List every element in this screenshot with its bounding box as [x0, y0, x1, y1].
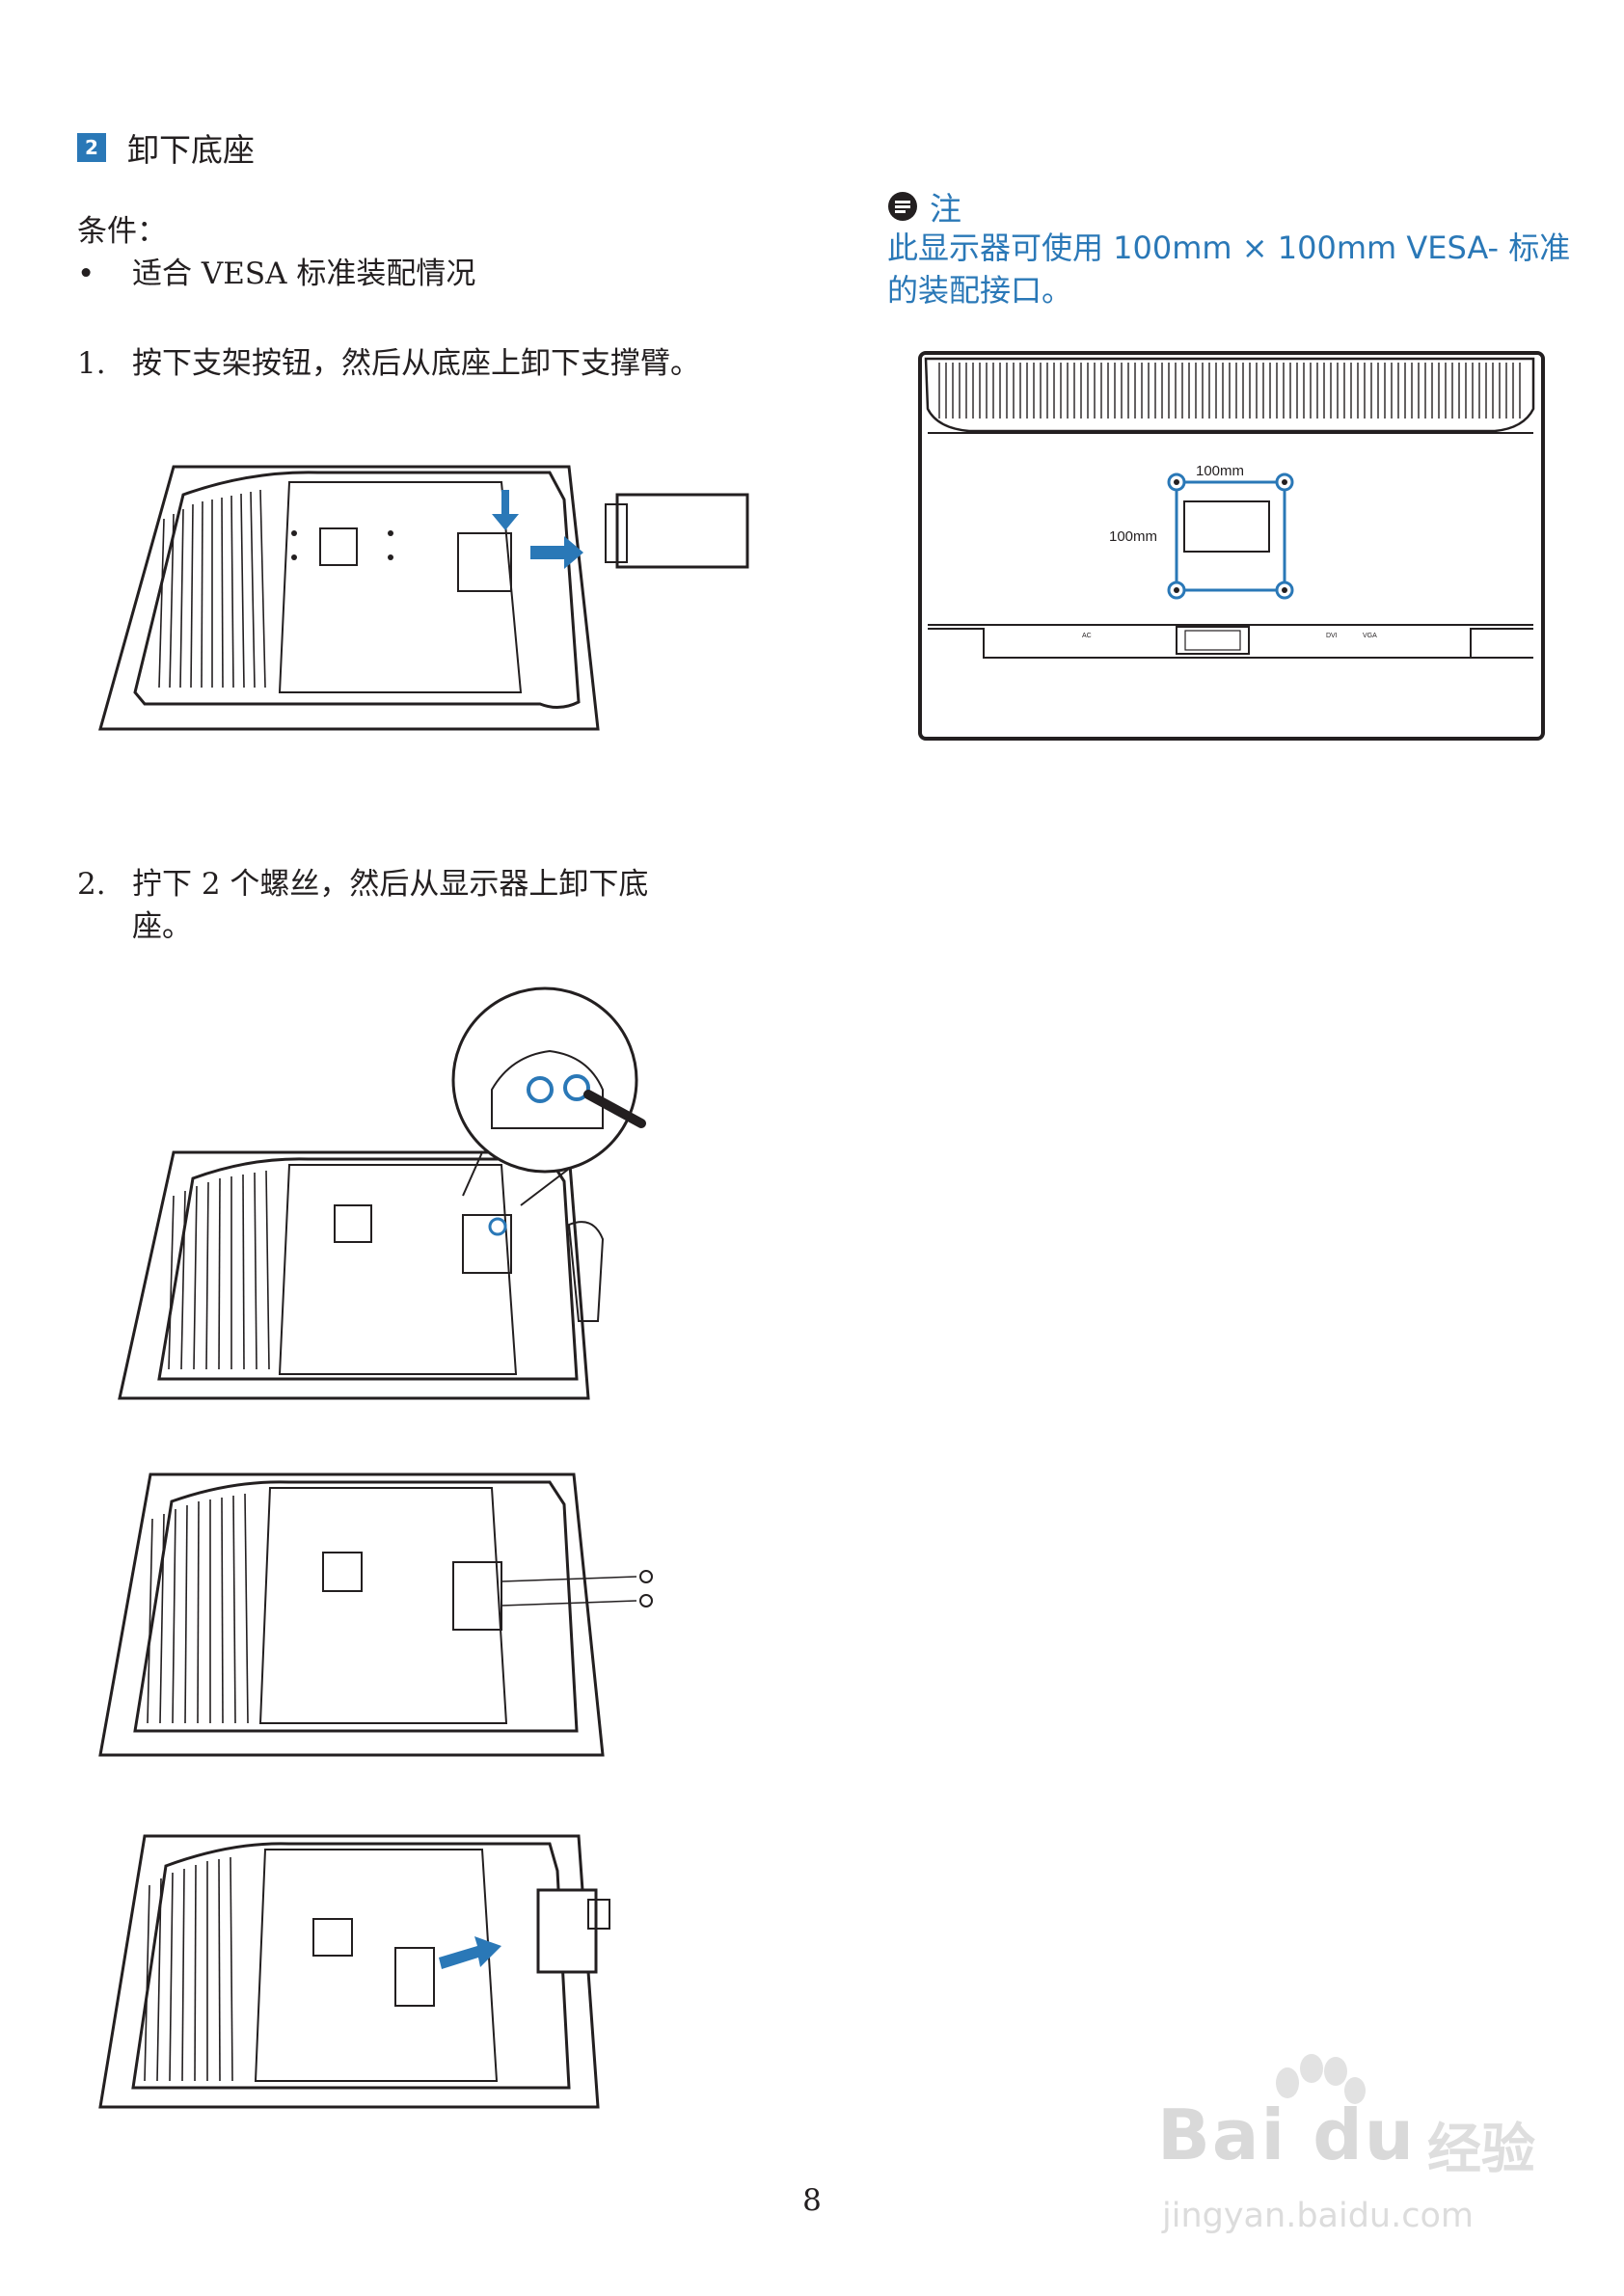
vesa-height-label: 100mm [1109, 528, 1157, 545]
note-heading: 注 [887, 186, 961, 228]
baidu-watermark: Bai du 经验 jingyan.baidu.com [1138, 2054, 1582, 2247]
page-number: 8 [802, 2183, 822, 2218]
watermark-url: jingyan.baidu.com [1162, 2197, 1474, 2235]
step-1-text: 按下支架按钮，然后从底座上卸下支撑臂。 [132, 346, 700, 381]
step-1: 1. 按下支架按钮，然后从底座上卸下支撑臂。 [77, 342, 791, 385]
watermark-cn: 经验 [1427, 2119, 1535, 2181]
port-label-dvi: DVI [1326, 633, 1338, 639]
watermark-brand: Bai du [1157, 2094, 1417, 2175]
note-title: 注 [930, 190, 961, 228]
note-icon [887, 191, 918, 222]
section-heading: 2 卸下底座 [77, 128, 255, 169]
section-number-badge: 2 [77, 133, 106, 162]
figure-remove-arm [96, 461, 752, 731]
figure-vesa-mount: 100mm 100mm AC DVI VGA [916, 349, 1548, 744]
step-1-number: 1. [77, 346, 106, 381]
step-2-number: 2. [77, 867, 106, 902]
step-2: 2. 拧下 2 个螺丝，然后从显示器上卸下底 座。 [77, 863, 771, 948]
step-2-text: 拧下 2 个螺丝，然后从显示器上卸下底 [132, 867, 649, 902]
port-label-vga: VGA [1363, 633, 1377, 639]
condition-text: 适合 VESA 标准装配情况 [132, 257, 476, 291]
vent-grille [938, 363, 1521, 419]
note-text: 此显示器可使用 100mm × 100mm VESA- 标准的装配接口。 [887, 230, 1571, 309]
conditions-label: 条件： [77, 214, 167, 249]
figure-reattach [96, 1832, 636, 2112]
port-label-ac: AC [1082, 633, 1092, 639]
paw-logo-icon [1276, 2054, 1366, 2104]
bullet: • [77, 257, 95, 291]
condition-list-item: • 适合 VESA 标准装配情况 [77, 253, 475, 295]
figure-unscrew [116, 974, 694, 1408]
vesa-width-label: 100mm [1196, 463, 1244, 479]
step-2-text-continued: 座。 [132, 909, 192, 944]
section-title: 卸下底座 [127, 131, 255, 169]
figure-screws-removed [96, 1471, 675, 1760]
